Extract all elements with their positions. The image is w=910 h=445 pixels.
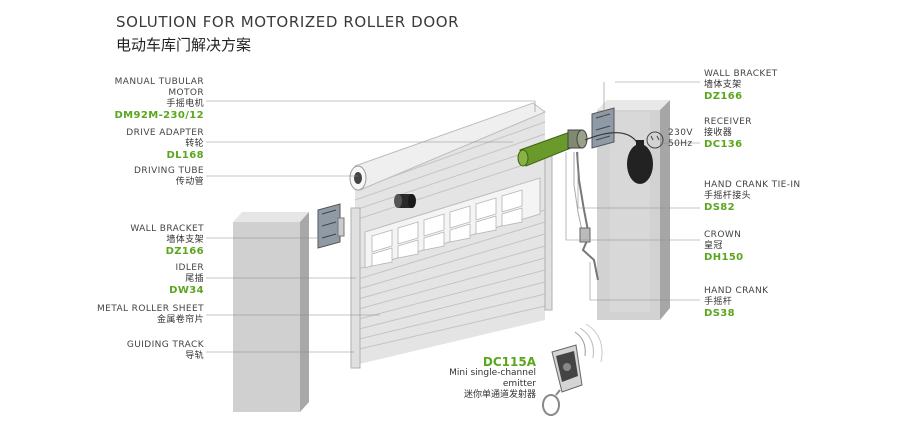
label-name: HAND CRANK (704, 286, 769, 296)
remote-desc: Mini single-channel emitter (449, 368, 536, 389)
label-crown: CROWN 皇冠 DH150 (704, 230, 824, 263)
label-name: DRIVE ADAPTER (126, 128, 204, 138)
left-wall-pillar (233, 212, 309, 412)
label-right-wall-bracket: WALL BRACKET 墙体支架 DZ166 (704, 69, 824, 102)
label-metal-roller-sheet: METAL ROLLER SHEET 金属卷帘片 (64, 304, 204, 326)
label-code: DZ166 (165, 246, 204, 257)
label-code: DW34 (169, 285, 204, 296)
label-code: DS82 (704, 202, 736, 213)
label-cn: 墙体支架 (166, 235, 204, 245)
label-code: DL168 (166, 150, 204, 161)
label-cn: 金属卷帘片 (156, 315, 204, 325)
label-name: MANUAL TUBULAR MOTOR (114, 77, 204, 98)
label-cn: 手摇电机 (166, 99, 204, 109)
remote-label: DC115A Mini single-channel emitter 迷你单通道… (436, 355, 536, 401)
label-code: DC136 (704, 139, 743, 150)
power-frequency: 50Hz (668, 139, 693, 149)
label-name: HAND CRANK TIE-IN (704, 180, 801, 190)
crown-part (579, 227, 591, 243)
remote-cn: 迷你单通道发射器 (463, 390, 536, 400)
label-name: METAL ROLLER SHEET (97, 304, 204, 314)
label-hand-crank: HAND CRANK 手摇杆 DS38 (704, 286, 824, 319)
label-name: WALL BRACKET (130, 224, 204, 234)
left-leader-lines (206, 100, 536, 353)
roller-door-body (354, 110, 546, 365)
remote-control-part (542, 323, 603, 416)
label-receiver: RECEIVER 接收器 DC136 (704, 117, 824, 150)
label-name: IDLER (175, 263, 204, 273)
label-left-wall-bracket: WALL BRACKET 墙体支架 DZ166 (84, 224, 204, 257)
label-name: RECEIVER (704, 117, 752, 127)
label-code: DH150 (704, 252, 744, 263)
label-name: CROWN (704, 230, 742, 240)
remote-code: DC115A (482, 355, 536, 369)
label-guiding-track: GUIDING TRACK 导轨 (84, 340, 204, 362)
label-cn: 传动管 (175, 177, 204, 187)
label-name: GUIDING TRACK (126, 340, 204, 350)
label-code: DM92M-230/12 (114, 110, 204, 121)
power-voltage: 230V (668, 128, 693, 138)
power-spec: 230V 50Hz (668, 128, 708, 150)
right-leader-lines (565, 81, 700, 301)
label-cn: 尾插 (185, 274, 204, 284)
label-cn: 手摇杆接头 (704, 191, 752, 201)
label-cn: 导轨 (185, 351, 204, 361)
label-cn: 接收器 (704, 128, 733, 138)
label-cn: 手摇杆 (704, 297, 733, 307)
label-code: DS38 (704, 308, 736, 319)
label-hand-crank-tie-in: HAND CRANK TIE-IN 手摇杆接头 DS82 (704, 180, 824, 213)
label-name: WALL BRACKET (704, 69, 778, 79)
label-manual-tubular-motor: MANUAL TUBULAR MOTOR 手摇电机 DM92M-230/12 (84, 77, 204, 121)
label-name: DRIVING TUBE (134, 166, 204, 176)
label-driving-tube: DRIVING TUBE 传动管 (84, 166, 204, 188)
label-code: DZ166 (704, 91, 743, 102)
idler-part (394, 194, 416, 208)
label-cn: 转轮 (185, 139, 204, 149)
power-plug-icon (646, 131, 664, 149)
diagram-title: SOLUTION FOR MOTORIZED ROLLER DOOR (116, 13, 460, 31)
diagram-subtitle: 电动车库门解决方案 (116, 36, 252, 54)
left-wall-bracket-part (317, 203, 345, 249)
label-cn: 皇冠 (704, 241, 723, 251)
left-guiding-track (350, 207, 361, 369)
driving-tube (349, 102, 546, 191)
right-wall-bracket-part (591, 107, 615, 149)
right-guiding-track (544, 149, 553, 311)
hand-crank-part (573, 151, 599, 281)
label-idler: IDLER 尾插 DW34 (84, 263, 204, 296)
receiver-part (627, 140, 653, 184)
label-drive-adapter: DRIVE ADAPTER 转轮 DL168 (84, 128, 204, 161)
label-cn: 墙体支架 (704, 80, 742, 90)
